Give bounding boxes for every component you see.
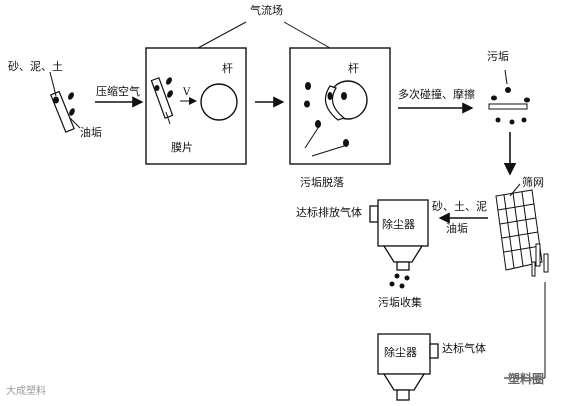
- label-rod-2: 杆: [348, 62, 359, 75]
- label-rod-1: 杆: [222, 62, 233, 75]
- label-standard-gas: 达标气体: [442, 342, 486, 355]
- label-air-field: 气流场: [250, 4, 283, 17]
- screen-mesh: [495, 189, 543, 271]
- label-dust-collector-top: 除尘器: [382, 218, 415, 231]
- label-emission-gas: 达标排放气体: [296, 206, 362, 219]
- chamber-box-2: [289, 47, 391, 165]
- label-collision-friction: 多次碰撞、摩擦: [398, 88, 475, 101]
- membrane-with-particles: [150, 77, 174, 125]
- label-oil-stain-right: 油垢: [446, 222, 468, 235]
- label-dust-collector-bottom: 除尘器: [384, 346, 417, 359]
- rod-circle-1: [200, 83, 238, 121]
- watermark-left: 大成塑料: [6, 386, 46, 397]
- label-dirt-right: 污垢: [487, 50, 509, 63]
- air-field-line-left: [197, 21, 247, 49]
- label-oil-stain: 油垢: [80, 126, 102, 139]
- label-sand-mud-soil: 砂、泥、土: [8, 60, 63, 73]
- label-screen: 筛网: [522, 176, 544, 189]
- label-dirt-falling: 污垢脱落: [300, 176, 344, 189]
- air-field-line-right: [283, 21, 331, 49]
- label-membrane: 膜片: [171, 141, 193, 154]
- label-dirt-collection: 污垢收集: [378, 296, 422, 309]
- input-particle-cluster: [49, 71, 81, 133]
- separated-dirt: [488, 69, 530, 125]
- label-compressed-air: 压缩空气: [96, 85, 140, 98]
- watermark-right: 塑料圈: [508, 372, 545, 386]
- label-velocity: V: [183, 87, 191, 98]
- dust-collector-top: [369, 199, 429, 271]
- label-sand-soil-mud: 砂、土、泥: [432, 200, 487, 213]
- dust-collector-bottom: [377, 333, 439, 401]
- chamber-box-1: [145, 47, 247, 165]
